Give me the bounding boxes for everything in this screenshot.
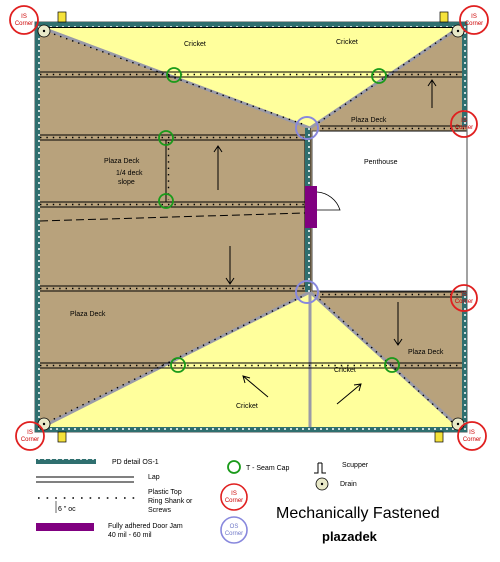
svg-text:IS: IS — [231, 491, 237, 497]
diagram-title: Mechanically Fastened — [276, 505, 440, 522]
svg-text:Screws: Screws — [148, 507, 171, 514]
svg-text:Corner: Corner — [465, 21, 483, 27]
svg-text:T - Seam Cap: T - Seam Cap — [246, 465, 290, 472]
svg-text:Fully adhered Door Jam: Fully adhered Door Jam — [108, 523, 183, 530]
svg-text:Lap: Lap — [148, 474, 160, 481]
svg-text:Ring Shank or: Ring Shank or — [148, 498, 193, 505]
svg-text:Scupper: Scupper — [342, 462, 369, 469]
svg-text:IS: IS — [469, 430, 475, 436]
svg-text:Corner: Corner — [463, 437, 481, 443]
tseam-caps — [158, 67, 400, 373]
is-corner-markers — [9, 5, 489, 451]
svg-text:Corner: Corner — [15, 21, 33, 27]
label-penthouse: Penthouse — [364, 159, 398, 166]
legend: PD detail OS-1 Lap Plastic Top Ring Shan… — [36, 459, 440, 544]
svg-text:IS: IS — [461, 292, 467, 298]
label-cricket-bottom: Cricket — [236, 403, 258, 410]
scuppers — [57, 11, 449, 443]
legend-is-corner-icon — [220, 483, 248, 511]
slope-arrows — [213, 79, 437, 405]
svg-text:Corner: Corner — [455, 125, 473, 131]
legend-pd-swatch — [36, 459, 96, 464]
penthouse-area — [311, 130, 468, 292]
dashed-reference-line — [39, 212, 306, 222]
svg-text:Corner: Corner — [455, 299, 473, 305]
label-slope-note-1: 1/4 deck — [116, 170, 143, 177]
os-corners — [295, 116, 319, 304]
svg-text:IS: IS — [471, 14, 477, 20]
region-labels: Cricket Cricket Plaza Deck Plaza Deck 1/… — [70, 39, 444, 410]
svg-text:6 " oc: 6 " oc — [58, 506, 76, 513]
label-cricket-bottom-mid: Cricket — [334, 367, 356, 374]
is-corner-labels: IS Corner IS Corner IS Corner IS Corner … — [15, 14, 483, 443]
svg-text:IS: IS — [461, 118, 467, 124]
svg-text:Plastic Top: Plastic Top — [148, 489, 182, 496]
label-plaza-deck-left: Plaza Deck — [104, 158, 140, 165]
legend-door-jam-swatch — [36, 523, 94, 531]
label-cricket-top-right: Cricket — [336, 39, 358, 46]
label-slope-note-2: slope — [118, 179, 135, 186]
label-plaza-deck-top-right: Plaza Deck — [351, 117, 387, 124]
brand-name: plazadek — [322, 529, 378, 544]
label-plaza-deck-bottom-left: Plaza Deck — [70, 311, 106, 318]
label-plaza-deck-bottom-right: Plaza Deck — [408, 349, 444, 356]
legend-scupper-icon — [314, 462, 326, 474]
door-swing — [316, 191, 341, 211]
legend-os-corner-icon — [220, 516, 248, 544]
svg-text:IS: IS — [27, 430, 33, 436]
svg-text:IS: IS — [21, 14, 27, 20]
svg-text:Corner: Corner — [225, 498, 243, 504]
svg-text:PD detail OS-1: PD detail OS-1 — [112, 459, 159, 466]
svg-text:Corner: Corner — [21, 437, 39, 443]
svg-text:Corner: Corner — [225, 531, 243, 537]
legend-tseam-icon — [227, 460, 241, 474]
label-cricket-top-left: Cricket — [184, 41, 206, 48]
svg-text:Drain: Drain — [340, 481, 357, 488]
door-jam — [305, 186, 317, 228]
svg-text:OS: OS — [230, 524, 239, 530]
svg-text:40 mil - 60 mil: 40 mil - 60 mil — [108, 532, 152, 539]
